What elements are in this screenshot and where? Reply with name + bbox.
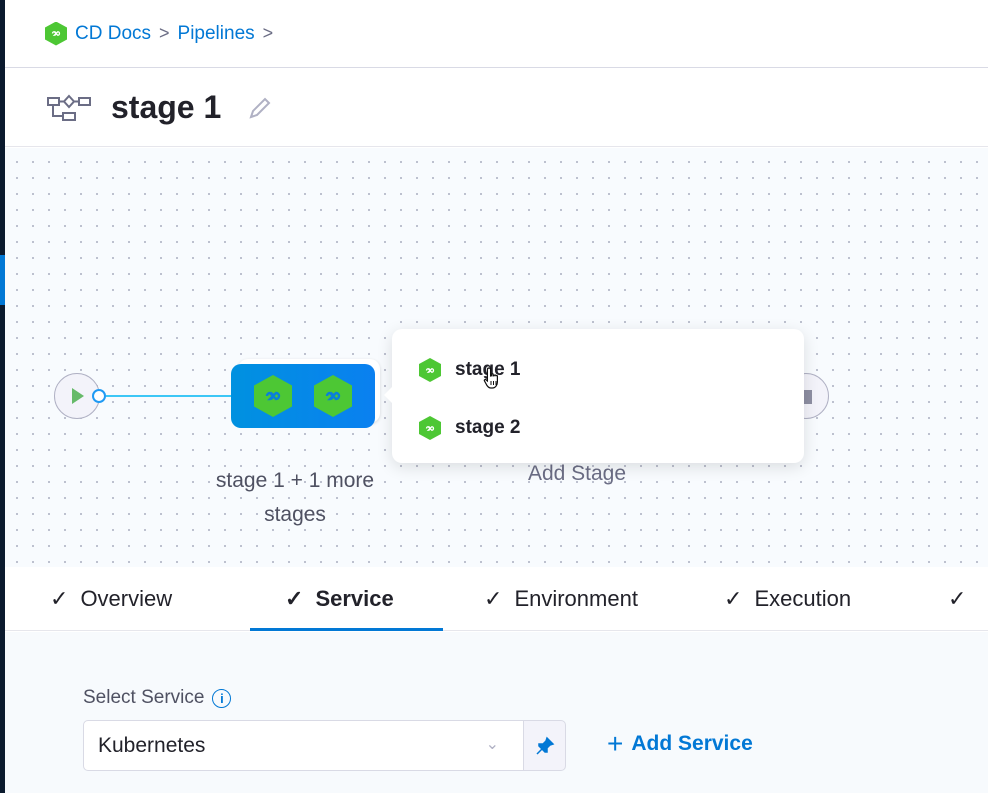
tab-label: Execution [754, 586, 852, 611]
deploy-stage-icon [254, 375, 292, 417]
check-icon: ✓ [948, 586, 967, 611]
deploy-stage-icon [419, 358, 441, 382]
tab-label: Service [315, 586, 394, 611]
tab-environment[interactable]: ✓ Environment [484, 567, 638, 631]
nav-active-indicator [0, 255, 5, 305]
check-icon: ✓ [50, 586, 69, 611]
pipeline-flow-icon [47, 94, 91, 121]
breadcrumb-cd-docs[interactable]: CD Docs [75, 22, 152, 44]
check-icon: ✓ [724, 586, 743, 611]
breadcrumb: CD Docs > Pipelines > [5, 0, 988, 68]
field-label: Select Service [83, 687, 205, 708]
tab-advanced[interactable]: ✓ [948, 567, 966, 631]
tab-service[interactable]: ✓ Service [285, 567, 394, 631]
popup-item-label: stage 2 [455, 417, 521, 438]
tab-overview[interactable]: ✓ Overview [50, 567, 172, 631]
breadcrumb-separator: > [159, 23, 170, 43]
stage-tabs: ✓ Overview ✓ Service ✓ Environment ✓ Executi… [5, 567, 988, 631]
check-icon: ✓ [285, 586, 304, 611]
pipeline-canvas[interactable]: stage 1 + 1 more stages Add Stage stage … [5, 148, 988, 567]
breadcrumb-pipelines[interactable]: Pipelines [177, 22, 255, 44]
stage-title-row: stage 1 [5, 69, 988, 147]
tab-label: Overview [80, 586, 173, 611]
hand-cursor-icon [483, 367, 498, 389]
add-stage-button[interactable]: Add Stage [527, 462, 627, 485]
deploy-stage-icon [419, 416, 441, 440]
page-title: stage 1 [111, 89, 222, 125]
info-icon[interactable]: i [212, 688, 232, 708]
stage-group-popup: stage 1 stage 2 [384, 329, 804, 463]
stage-group-label: stage 1 + 1 more stages [215, 469, 375, 526]
pin-button[interactable] [523, 720, 566, 771]
selected-service: Kubernetes [98, 733, 206, 757]
add-service-button[interactable]: + Add Service [607, 728, 753, 759]
left-nav-strip [0, 0, 5, 793]
select-service-label: Select Service i [83, 687, 232, 709]
add-service-label: Add Service [631, 732, 753, 755]
pin-icon [535, 736, 554, 755]
breadcrumb-separator: > [262, 23, 274, 43]
popup-item-stage-2[interactable]: stage 2 [392, 399, 804, 457]
chevron-down-icon: ⌄ [485, 736, 499, 753]
active-tab-underline [250, 628, 443, 631]
stage-link [106, 395, 232, 397]
popup-item-stage-1[interactable]: stage 1 [392, 341, 804, 399]
pencil-icon[interactable] [247, 95, 273, 121]
stage-group-node[interactable] [231, 364, 375, 428]
plus-icon: + [607, 728, 624, 759]
cd-module-icon [45, 21, 67, 46]
check-icon: ✓ [484, 586, 503, 611]
tab-label: Environment [514, 586, 638, 611]
deploy-stage-icon [314, 375, 352, 417]
service-select[interactable]: Kubernetes ⌄ [83, 720, 524, 771]
service-panel: Select Service i Kubernetes ⌄ + Add Service [5, 632, 988, 793]
tab-execution[interactable]: ✓ Execution [724, 567, 851, 631]
start-port[interactable] [92, 389, 106, 403]
